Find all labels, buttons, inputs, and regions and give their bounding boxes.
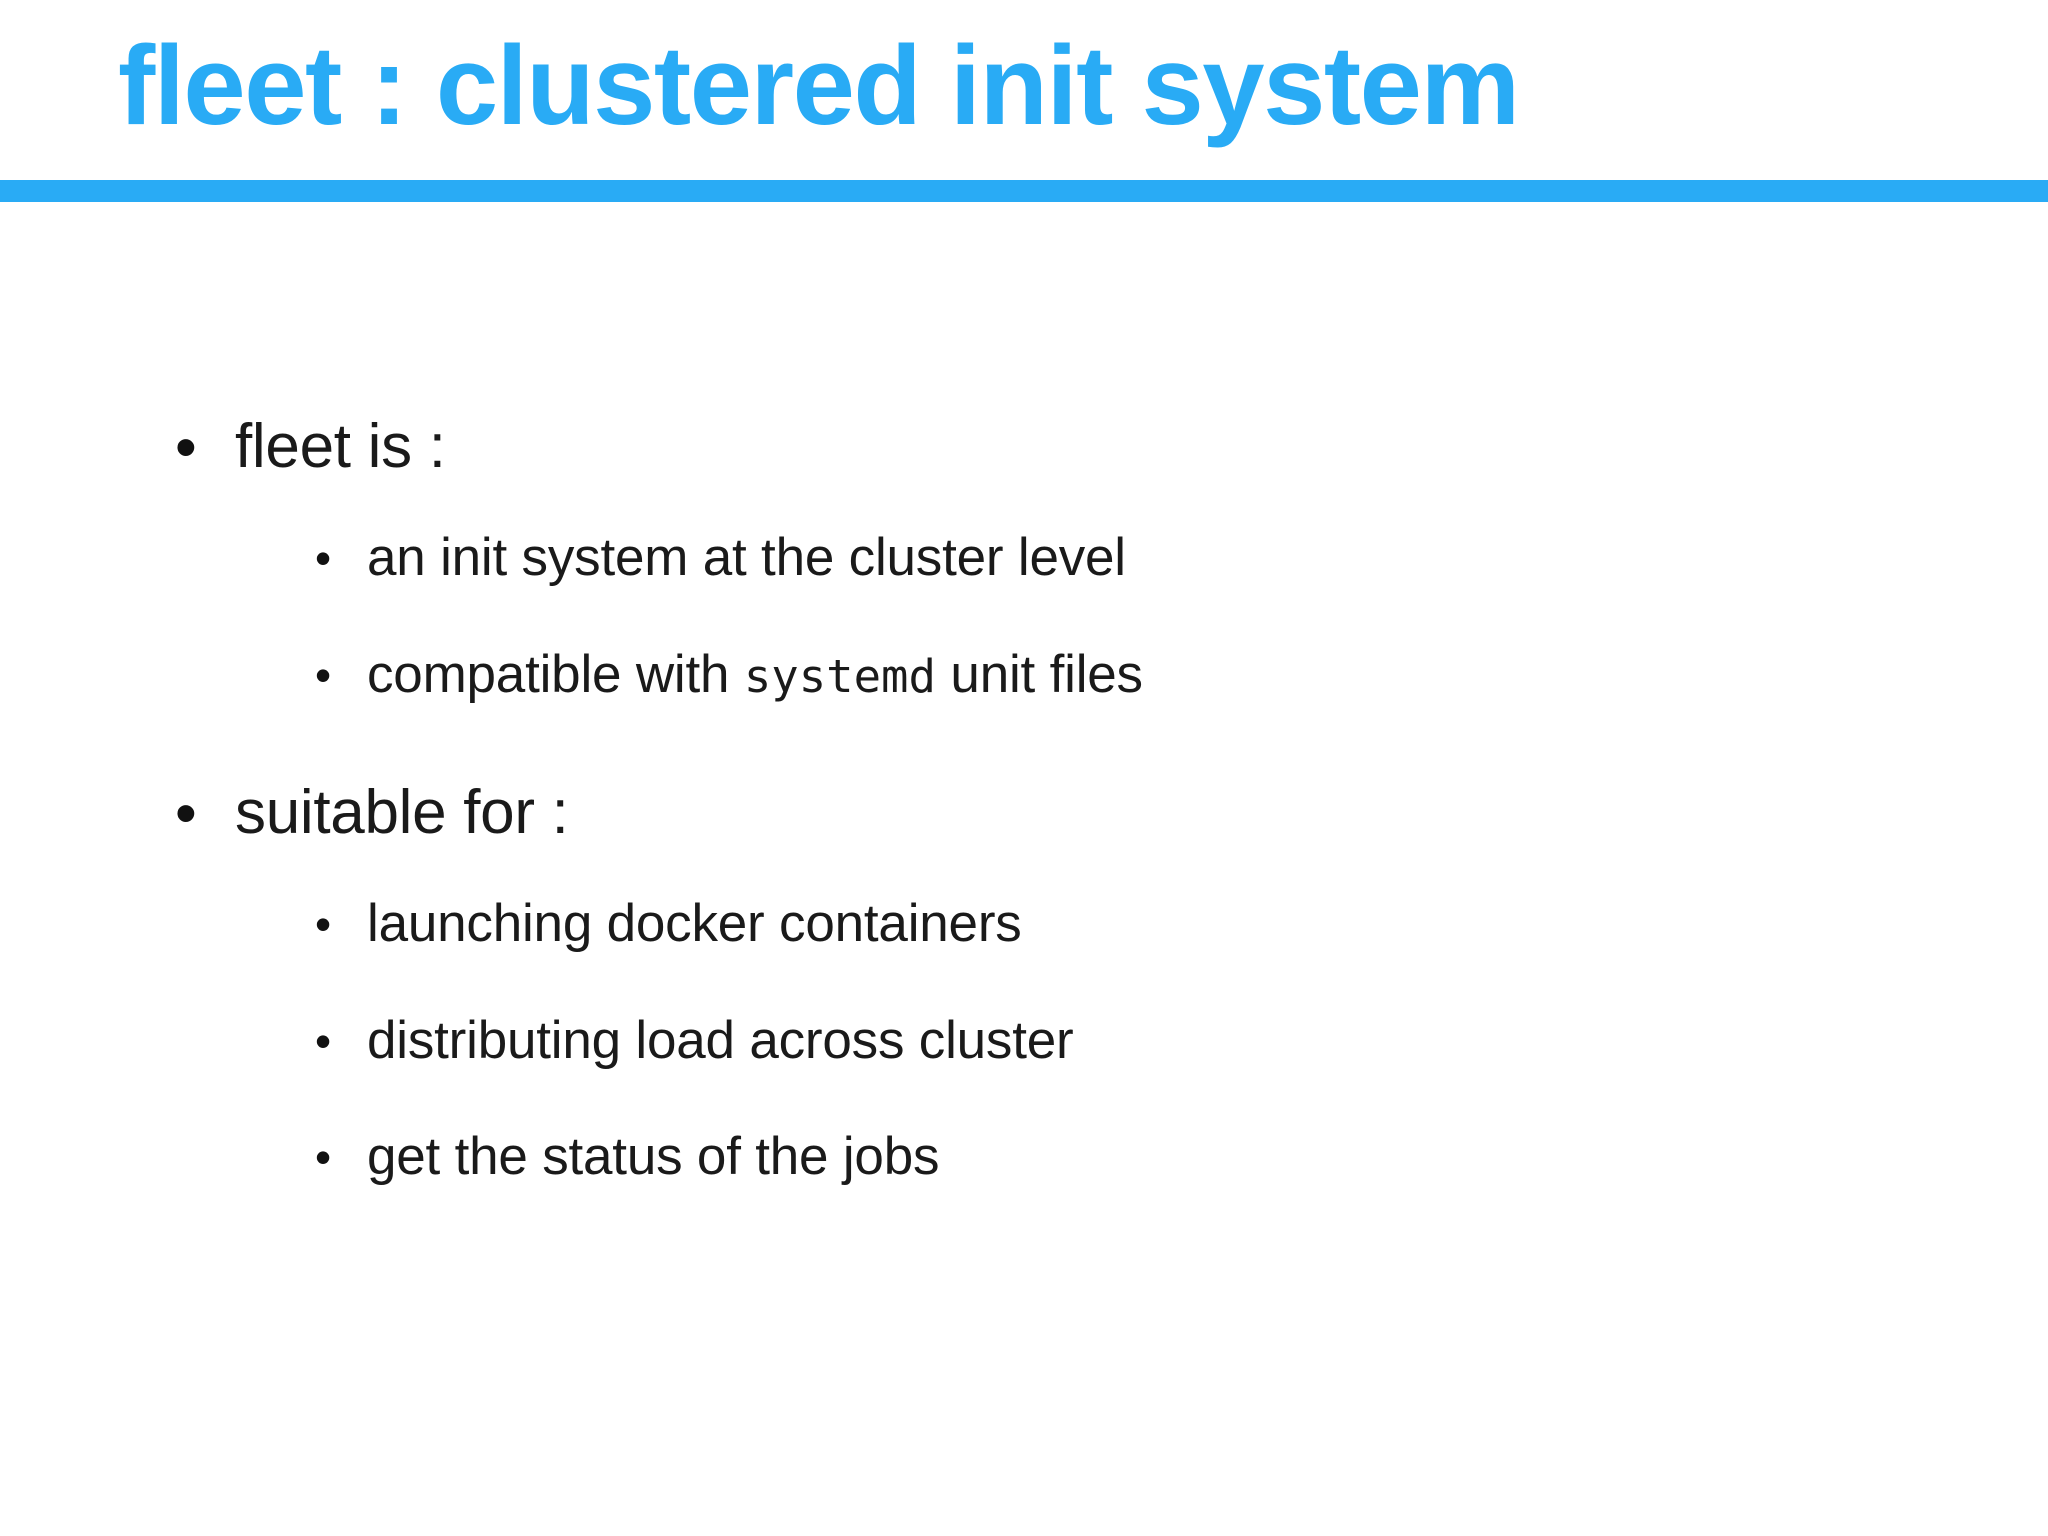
bullet-marker-icon: • — [315, 648, 331, 701]
bullet-marker-icon: • — [315, 898, 331, 951]
bullet-text: launching docker containers — [367, 894, 1022, 954]
slide-title: fleet : clustered init system — [118, 23, 1520, 148]
bullet-item-distributing-load: • distributing load across cluster — [295, 1010, 2048, 1073]
inline-code-systemd: systemd — [743, 649, 936, 703]
bullet-text: suitable for : — [235, 778, 569, 848]
bullet-item-compatible-systemd: • compatible with systemd unit files — [295, 644, 2048, 707]
bullet-text-prefix: compatible with — [367, 644, 744, 704]
bullet-text: get the status of the jobs — [367, 1127, 940, 1187]
bullet-marker-icon: • — [315, 1014, 331, 1067]
bullet-item-get-status: • get the status of the jobs — [295, 1126, 2048, 1189]
bullet-list-level-1: • fleet is : • an init system at the clu… — [0, 410, 2048, 1189]
bullet-list-level-2-fleet-is: • an init system at the cluster level • … — [295, 527, 2048, 706]
bullet-marker-icon: • — [315, 532, 331, 585]
bullet-text: fleet is : — [235, 412, 446, 481]
title-underline-rule — [0, 180, 2048, 202]
sublist-wrapper: • launching docker containers • distribu… — [235, 893, 2048, 1189]
bullet-text: an init system at the cluster level — [367, 528, 1126, 588]
bullet-item-fleet-is: • fleet is : • an init system at the clu… — [0, 410, 2048, 706]
bullet-item-launching-docker: • launching docker containers — [295, 893, 2048, 956]
bullet-text: distributing load across cluster — [367, 1010, 1074, 1070]
bullet-marker-icon: • — [315, 1131, 331, 1184]
bullet-text-suffix: unit files — [935, 644, 1143, 704]
bullet-marker-icon: • — [175, 779, 197, 849]
bullet-item-suitable-for: • suitable for : • launching docker cont… — [0, 776, 2048, 1189]
bullet-list-level-2-suitable-for: • launching docker containers • distribu… — [295, 893, 2048, 1189]
bullet-item-init-system: • an init system at the cluster level — [295, 527, 2048, 590]
sublist-wrapper: • an init system at the cluster level • … — [235, 527, 2048, 706]
bullet-marker-icon: • — [175, 413, 197, 483]
slide-body: • fleet is : • an init system at the clu… — [0, 410, 2048, 1243]
